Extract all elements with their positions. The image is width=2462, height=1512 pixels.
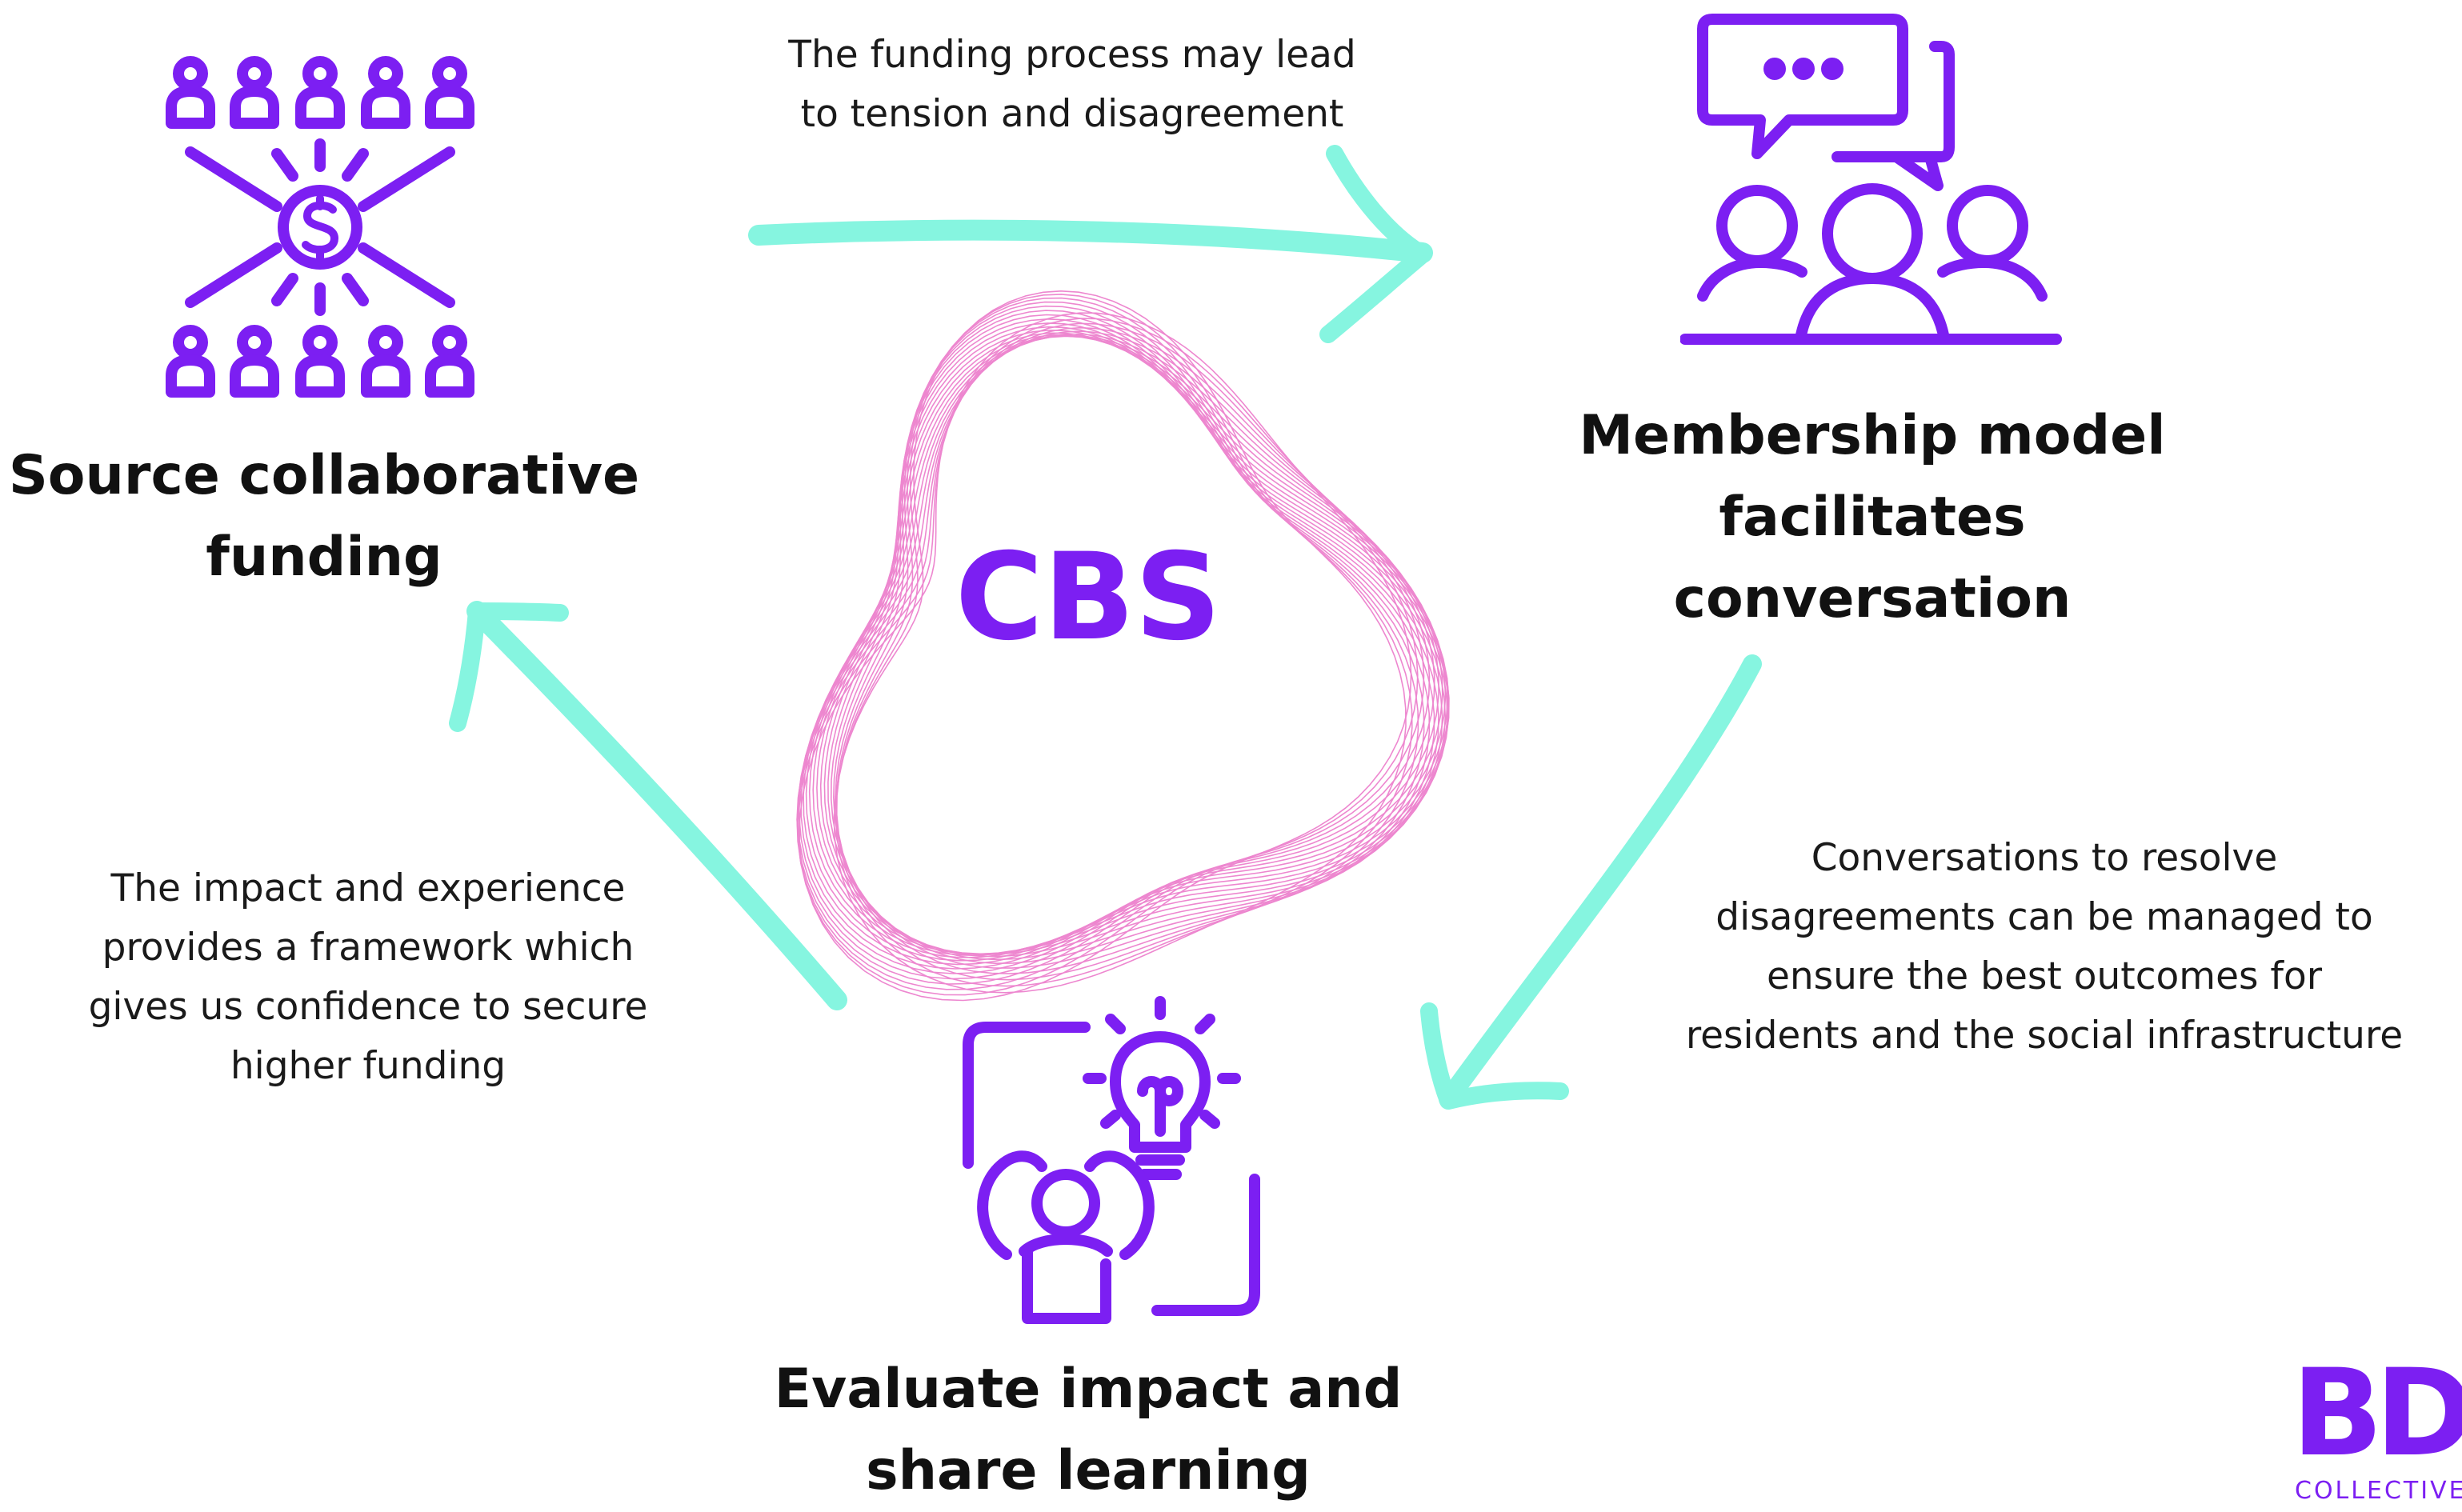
crowdfunding-people-dollar-icon [166, 56, 474, 398]
transition-note-top: The funding process may lead to tension … [720, 26, 1424, 144]
person-lightbulb-idea-icon [963, 996, 1260, 1324]
arrow-left-head [449, 602, 569, 732]
note-line: Conversations to resolve [1811, 836, 2278, 880]
arrow-top-shaft [748, 219, 1433, 263]
step-title-membership: Membership model facilitates conversatio… [1520, 395, 2224, 640]
note-line: disagreements can be managed to [1715, 895, 2373, 939]
logo-letters: BD [2292, 1344, 2462, 1483]
step-title-line: Membership model [1579, 404, 2166, 467]
step-title-evaluate: Evaluate impact and share learning [736, 1349, 1440, 1512]
note-line: The impact and experience [110, 866, 626, 910]
wave-line [835, 301, 1425, 974]
arrow-right-shaft [1439, 654, 1762, 1109]
arrow-right-head [1420, 1002, 1569, 1110]
step-title-line: facilitates [1719, 486, 2026, 549]
arrow-top-head [1319, 145, 1431, 343]
step-title-line: Evaluate impact and [774, 1358, 1403, 1421]
transition-note-right: Conversations to resolve disagreements c… [1632, 829, 2456, 1066]
wave-line [803, 335, 1447, 966]
step-title-line: Source collaborative [8, 444, 640, 507]
wave-line [819, 326, 1448, 955]
wave-line [816, 329, 1450, 955]
step-title-source-funding: Source collaborative funding [0, 435, 648, 598]
group-conversation-speech-bubbles-icon [1680, 14, 2062, 345]
wave-line [799, 312, 1412, 1002]
note-line: provides a framework which [102, 926, 635, 970]
logo-subtitle: COLLECTIVE [2295, 1477, 2462, 1505]
note-line: gives us confidence to secure [88, 985, 648, 1029]
step-title-line: share learning [866, 1439, 1311, 1502]
arrow-left-shaft [466, 601, 847, 1010]
step-title-line: conversation [1673, 567, 2072, 630]
wave-line [797, 318, 1419, 996]
center-label: CBS [955, 528, 1222, 667]
wave-line [796, 322, 1425, 990]
wave-line [798, 333, 1439, 974]
wave-line [835, 305, 1431, 969]
note-line: to tension and disagreement [800, 92, 1344, 136]
note-line: residents and the social infrastructure [1685, 1014, 2404, 1058]
step-title-line: funding [206, 526, 442, 589]
wave-line [800, 334, 1443, 970]
note-line: higher funding [230, 1044, 506, 1088]
note-line: ensure the best outcomes for [1766, 954, 2323, 998]
note-line: The funding process may lead [788, 33, 1356, 77]
transition-note-left: The impact and experience provides a fra… [32, 859, 704, 1096]
